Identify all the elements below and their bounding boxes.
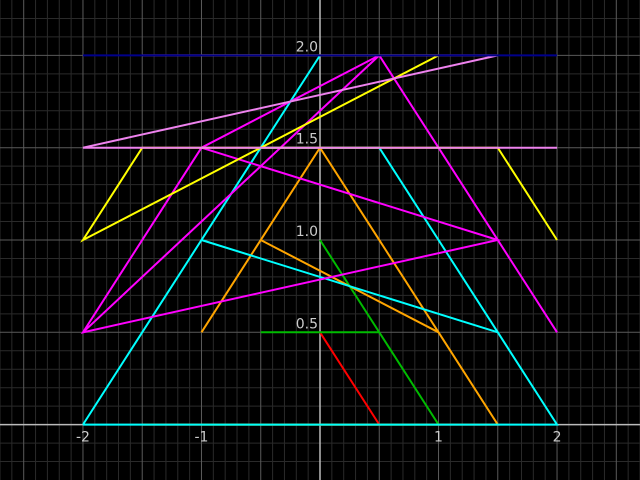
tick-labels: -2 -1 1 2 0.5 1.0 1.5 2.0: [76, 39, 562, 445]
y-tick-label: 0.5: [296, 316, 318, 332]
x-tick-label: 1: [434, 430, 443, 446]
x-tick-label: 2: [553, 430, 562, 446]
x-tick-label: -1: [194, 430, 208, 446]
y-tick-label: 1.0: [296, 224, 318, 240]
series-layer: [80, 53, 559, 426]
y-tick-label: 1.5: [296, 132, 318, 148]
x-tick-label: -2: [76, 430, 90, 446]
y-tick-label: 2.0: [296, 39, 318, 55]
series-line-1: [319, 331, 382, 426]
